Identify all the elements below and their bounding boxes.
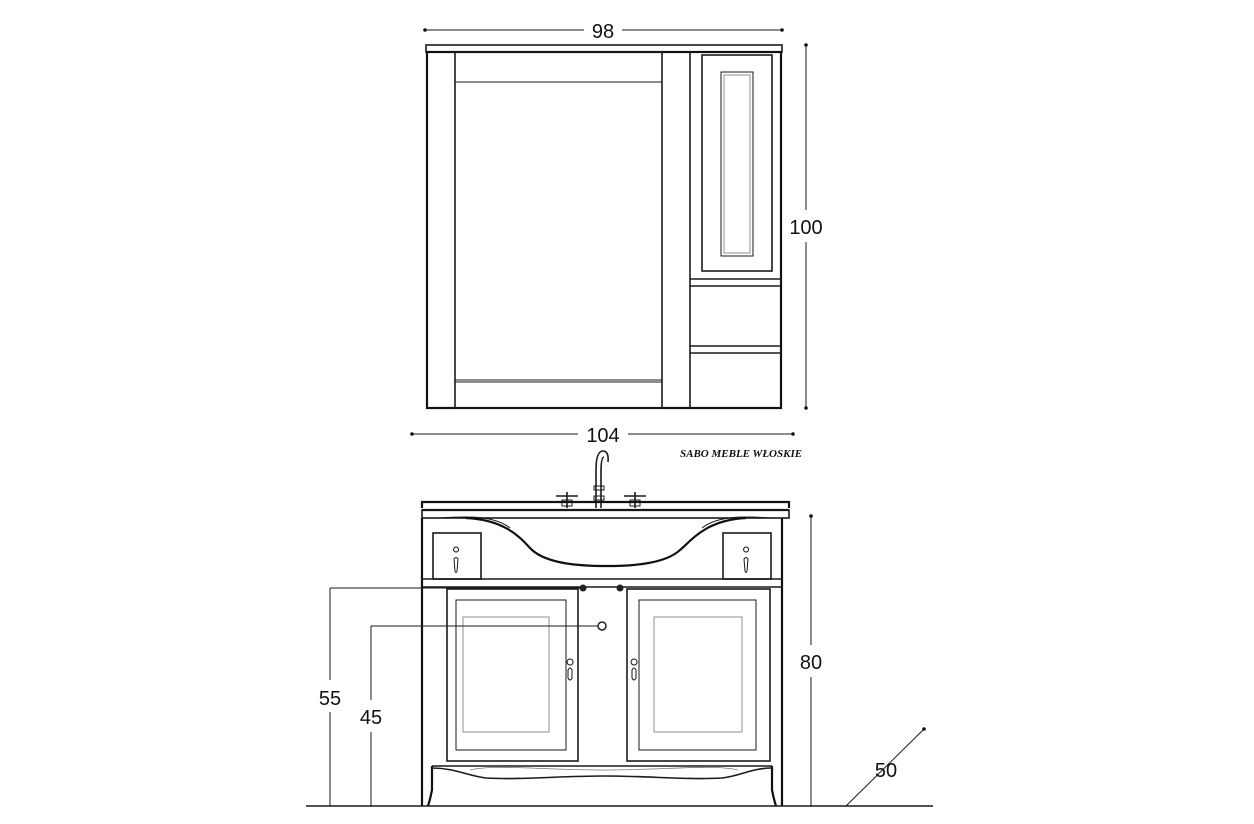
mirror-cabinet: [425, 44, 783, 410]
dimension-label-98: 98: [592, 21, 614, 43]
brand-label: SABO MEBLE WŁOSKIE: [680, 448, 802, 460]
dimension-label-50: 50: [875, 760, 897, 782]
dimension-label-100: 100: [789, 217, 822, 239]
vanity-cabinet: [420, 500, 791, 807]
dimension-drain-lower: 45: [360, 625, 598, 806]
dimension-mirror-height: 100: [789, 43, 823, 410]
dimension-label-45: 45: [360, 707, 382, 729]
dimension-label-104: 104: [586, 425, 619, 447]
dimension-vanity-width: 104: [410, 425, 795, 447]
dimension-vanity-height: 80: [800, 514, 822, 806]
dimension-label-55: 55: [319, 688, 341, 710]
dimension-vanity-depth: 50: [845, 727, 926, 807]
drain-markers: [579, 584, 624, 631]
dimension-drain-upper: 55: [319, 587, 580, 806]
faucet-icon: [556, 450, 646, 508]
dimension-mirror-width: 98: [423, 21, 784, 43]
dimension-label-80: 80: [800, 652, 822, 674]
